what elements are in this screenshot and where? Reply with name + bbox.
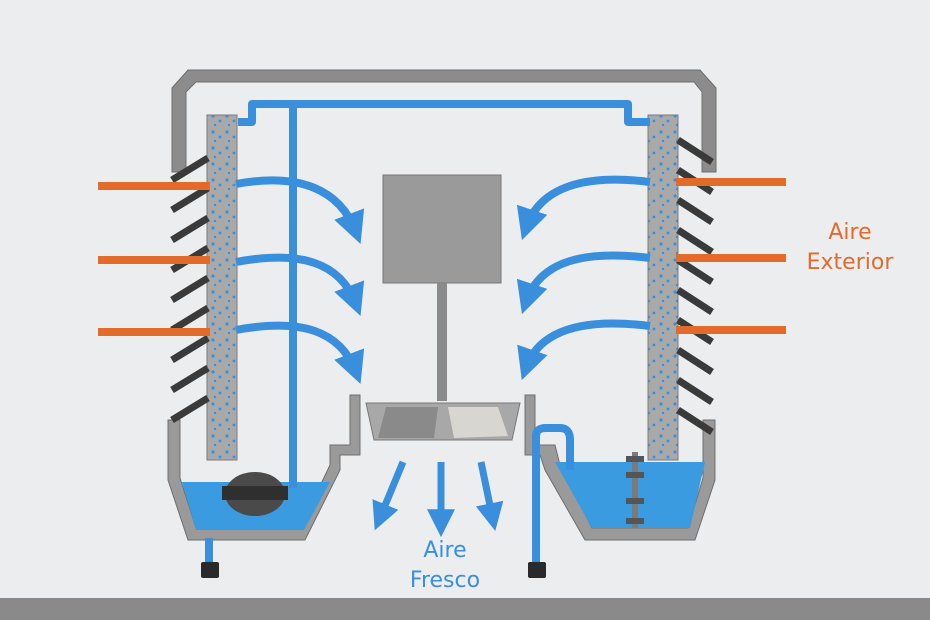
outside-air-label-line2: Exterior: [806, 250, 894, 275]
left-louvers: [170, 155, 210, 423]
right-overflow-pipe: [532, 424, 574, 470]
float-valve-icon: [626, 452, 644, 528]
left-drain-pipe: [205, 538, 213, 566]
right-drain-cap: [528, 562, 546, 578]
left-airflow-arrows: [235, 176, 365, 384]
fresh-air-label-line2: Fresco: [409, 568, 481, 593]
left-drain-cap: [201, 562, 219, 578]
housing-top-frame: [171, 69, 717, 173]
fan-icon: [365, 174, 521, 441]
outside-air-inlets: [98, 178, 786, 336]
right-airflow-arrows: [516, 175, 651, 381]
left-cooling-pad: [206, 114, 238, 461]
right-cooling-pad: [647, 114, 679, 461]
outside-air-label-line1: Aire: [828, 220, 872, 245]
water-distribution-pipe: [238, 100, 650, 488]
outside-air-label: Aire Exterior: [800, 218, 900, 278]
pump-icon: [222, 472, 288, 516]
right-louvers: [676, 137, 714, 435]
right-drain-pipe: [532, 450, 540, 566]
fresh-air-label-line1: Aire: [423, 538, 467, 563]
right-water-reservoir: [555, 462, 705, 528]
fresh-air-arrows: [372, 460, 504, 538]
fresh-air-label: Aire Fresco: [390, 536, 500, 596]
floor: [0, 598, 930, 620]
